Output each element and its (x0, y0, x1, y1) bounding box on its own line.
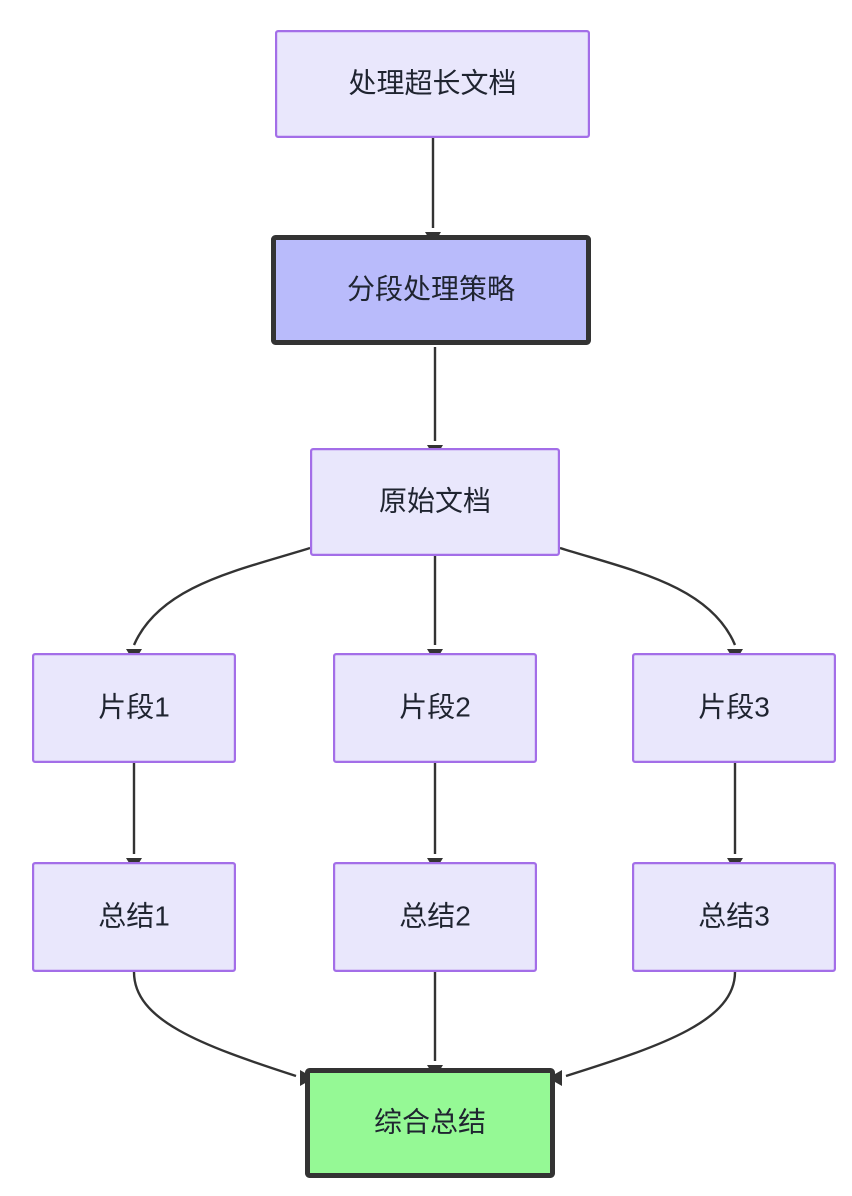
node-label: 综合总结 (374, 1106, 486, 1137)
node-box[interactable] (31, 861, 237, 972)
edge-doc-long-to-chunk-strategy (425, 138, 441, 245)
node-label: 片段1 (98, 691, 170, 722)
node-label: 总结3 (698, 900, 770, 931)
node-fragment-2[interactable]: 片段2 (333, 652, 538, 763)
edge-line (132, 971, 297, 1078)
node-source-doc[interactable]: 原始文档 (310, 448, 561, 557)
node-box[interactable] (305, 1068, 555, 1178)
edge-fragment-1-to-summary-1 (126, 763, 142, 871)
node-box[interactable] (333, 652, 538, 763)
edge-summary-3-to-final-summary (548, 971, 737, 1086)
node-doc-long[interactable]: 处理超长文档 (275, 30, 590, 139)
node-box[interactable] (271, 235, 591, 345)
node-summary-3[interactable]: 总结3 (631, 861, 836, 972)
node-summary-1[interactable]: 总结1 (31, 861, 237, 972)
edge-chunk-strategy-to-source-doc (427, 347, 443, 458)
edge-summary-1-to-final-summary (132, 971, 314, 1086)
edge-source-doc-to-fragment-2 (427, 556, 443, 662)
node-final-summary[interactable]: 综合总结 (305, 1068, 555, 1178)
node-box[interactable] (275, 30, 590, 139)
node-box[interactable] (31, 652, 237, 763)
node-fragment-1[interactable]: 片段1 (31, 652, 237, 763)
edge-summary-2-to-final-summary (427, 972, 443, 1078)
node-label: 分段处理策略 (347, 273, 515, 304)
node-label: 片段3 (698, 691, 770, 722)
node-box[interactable] (310, 448, 561, 557)
edge-line (132, 546, 311, 646)
node-box[interactable] (631, 652, 836, 763)
node-label: 总结2 (399, 900, 471, 931)
node-summary-2[interactable]: 总结2 (333, 861, 538, 972)
edge-source-doc-to-fragment-1 (126, 546, 311, 662)
node-label: 总结1 (98, 900, 170, 931)
edge-fragment-2-to-summary-2 (427, 763, 443, 871)
edge-source-doc-to-fragment-3 (559, 546, 743, 662)
node-fragment-3[interactable]: 片段3 (631, 652, 836, 763)
node-label: 片段2 (399, 691, 471, 722)
edge-fragment-3-to-summary-3 (727, 763, 743, 871)
node-box[interactable] (333, 861, 538, 972)
node-chunk-strategy[interactable]: 分段处理策略 (271, 235, 591, 345)
edge-line (559, 546, 737, 646)
node-label: 原始文档 (379, 485, 491, 516)
edge-line (565, 971, 737, 1078)
node-box[interactable] (631, 861, 836, 972)
node-label: 处理超长文档 (348, 67, 516, 98)
